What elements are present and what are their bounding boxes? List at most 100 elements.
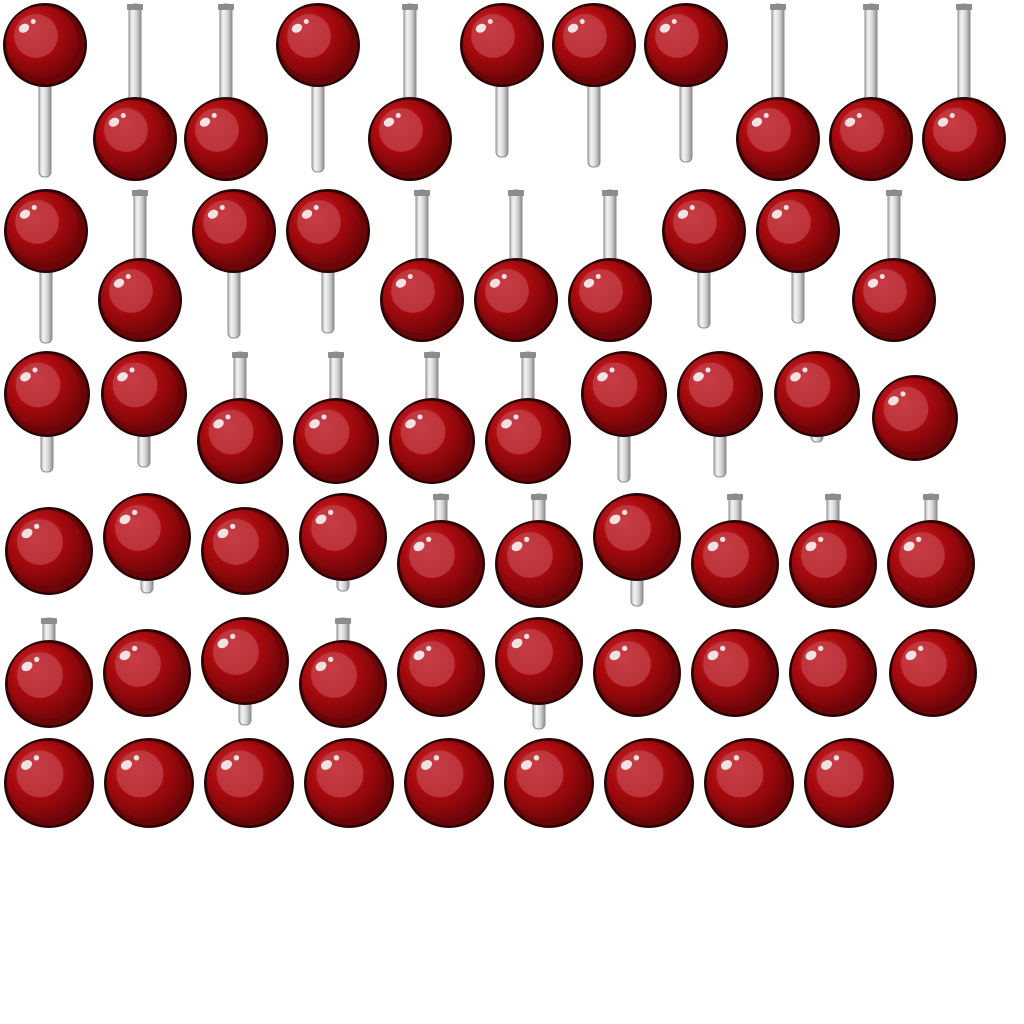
joystick-frame-36-knob <box>397 520 485 608</box>
joystick-frame-47 <box>495 617 583 730</box>
joystick-frame-3-knob <box>184 97 268 181</box>
joystick-frame-10 <box>829 3 913 181</box>
joystick-frame-16-stick-cap <box>414 190 430 196</box>
joystick-frame-47-knob <box>495 617 583 705</box>
joystick-frame-4-knob <box>276 3 360 87</box>
joystick-frame-12-knob <box>4 189 88 273</box>
joystick-frame-40 <box>789 493 877 608</box>
joystick-frame-21-stick-cap <box>886 190 902 196</box>
joystick-frame-10-stick-cap <box>863 4 879 10</box>
joystick-frame-5-stick-cap <box>402 4 418 10</box>
joystick-frame-14 <box>192 189 276 339</box>
joystick-frame-51-knob <box>889 629 977 717</box>
joystick-frame-34-knob <box>201 507 289 595</box>
joystick-frame-19 <box>662 189 746 329</box>
joystick-frame-25 <box>293 351 379 484</box>
joystick-frame-31 <box>872 375 958 461</box>
joystick-frame-30-knob <box>774 351 860 437</box>
joystick-frame-53 <box>104 738 194 828</box>
joystick-frame-8-knob <box>644 3 728 87</box>
joystick-frame-24 <box>197 351 283 484</box>
joystick-frame-2-stick-cap <box>127 4 143 10</box>
joystick-frame-11-stick-cap <box>956 4 972 10</box>
joystick-frame-59-knob <box>704 738 794 828</box>
joystick-frame-9-stick-cap <box>770 4 786 10</box>
joystick-frame-37-knob <box>495 520 583 608</box>
joystick-frame-32 <box>5 507 93 595</box>
joystick-frame-39-knob <box>691 520 779 608</box>
joystick-frame-2 <box>93 3 177 181</box>
joystick-frame-41-stick-cap <box>923 494 939 500</box>
joystick-frame-5 <box>368 3 452 181</box>
joystick-frame-49 <box>691 629 779 717</box>
joystick-frame-6-knob <box>460 3 544 87</box>
joystick-frame-38 <box>593 493 681 607</box>
joystick-frame-31-knob <box>872 375 958 461</box>
joystick-frame-10-knob <box>829 97 913 181</box>
joystick-frame-39-stick-cap <box>727 494 743 500</box>
joystick-frame-25-stick-cap <box>328 352 344 358</box>
joystick-frame-44 <box>201 617 289 726</box>
joystick-frame-1-knob <box>3 3 87 87</box>
joystick-frame-19-knob <box>662 189 746 273</box>
joystick-frame-22 <box>4 351 90 473</box>
joystick-frame-35-knob <box>299 493 387 581</box>
joystick-frame-22-knob <box>4 351 90 437</box>
joystick-frame-35 <box>299 493 387 592</box>
joystick-frame-18-knob <box>568 258 652 342</box>
joystick-frame-56-knob <box>404 738 494 828</box>
joystick-frame-26-knob <box>389 398 475 484</box>
joystick-frame-16 <box>380 189 464 342</box>
joystick-frame-32-knob <box>5 507 93 595</box>
joystick-frame-42-knob <box>5 640 93 728</box>
joystick-frame-13-knob <box>98 258 182 342</box>
joystick-frame-23-knob <box>101 351 187 437</box>
joystick-frame-40-knob <box>789 520 877 608</box>
joystick-frame-58 <box>604 738 694 828</box>
joystick-frame-8 <box>644 3 728 163</box>
joystick-frame-43 <box>103 629 191 717</box>
joystick-frame-51 <box>889 629 977 717</box>
joystick-frame-20 <box>756 189 840 324</box>
joystick-frame-9-knob <box>736 97 820 181</box>
joystick-frame-48-knob <box>593 629 681 717</box>
joystick-frame-36-stick-cap <box>433 494 449 500</box>
joystick-frame-15-knob <box>286 189 370 273</box>
joystick-frame-29-knob <box>677 351 763 437</box>
joystick-frame-17-stick-cap <box>508 190 524 196</box>
joystick-frame-36 <box>397 493 485 608</box>
joystick-frame-27 <box>485 351 571 484</box>
joystick-frame-11-knob <box>922 97 1006 181</box>
joystick-frame-23 <box>101 351 187 468</box>
joystick-frame-30 <box>774 351 860 443</box>
joystick-frame-15 <box>286 189 370 334</box>
joystick-frame-28 <box>581 351 667 483</box>
joystick-frame-27-knob <box>485 398 571 484</box>
joystick-frame-41 <box>887 493 975 608</box>
joystick-frame-50 <box>789 629 877 717</box>
joystick-frame-56 <box>404 738 494 828</box>
joystick-frame-33 <box>103 493 191 594</box>
joystick-frame-21 <box>852 189 936 342</box>
joystick-frame-42-stick-cap <box>41 618 57 624</box>
joystick-frame-59 <box>704 738 794 828</box>
joystick-frame-49-knob <box>691 629 779 717</box>
joystick-frame-20-knob <box>756 189 840 273</box>
joystick-frame-27-stick-cap <box>520 352 536 358</box>
joystick-frame-60 <box>804 738 894 828</box>
joystick-frame-60-knob <box>804 738 894 828</box>
joystick-frame-13-stick-cap <box>132 190 148 196</box>
joystick-frame-14-knob <box>192 189 276 273</box>
joystick-frame-52 <box>4 738 94 828</box>
joystick-frame-37-stick-cap <box>531 494 547 500</box>
joystick-frame-55 <box>304 738 394 828</box>
joystick-frame-45 <box>299 617 387 728</box>
joystick-frame-50-knob <box>789 629 877 717</box>
joystick-frame-4 <box>276 3 360 173</box>
joystick-frame-28-knob <box>581 351 667 437</box>
joystick-frame-11 <box>922 3 1006 181</box>
joystick-frame-34 <box>201 507 289 595</box>
joystick-frame-1 <box>3 3 87 178</box>
joystick-frame-39 <box>691 493 779 608</box>
joystick-frame-43-knob <box>103 629 191 717</box>
